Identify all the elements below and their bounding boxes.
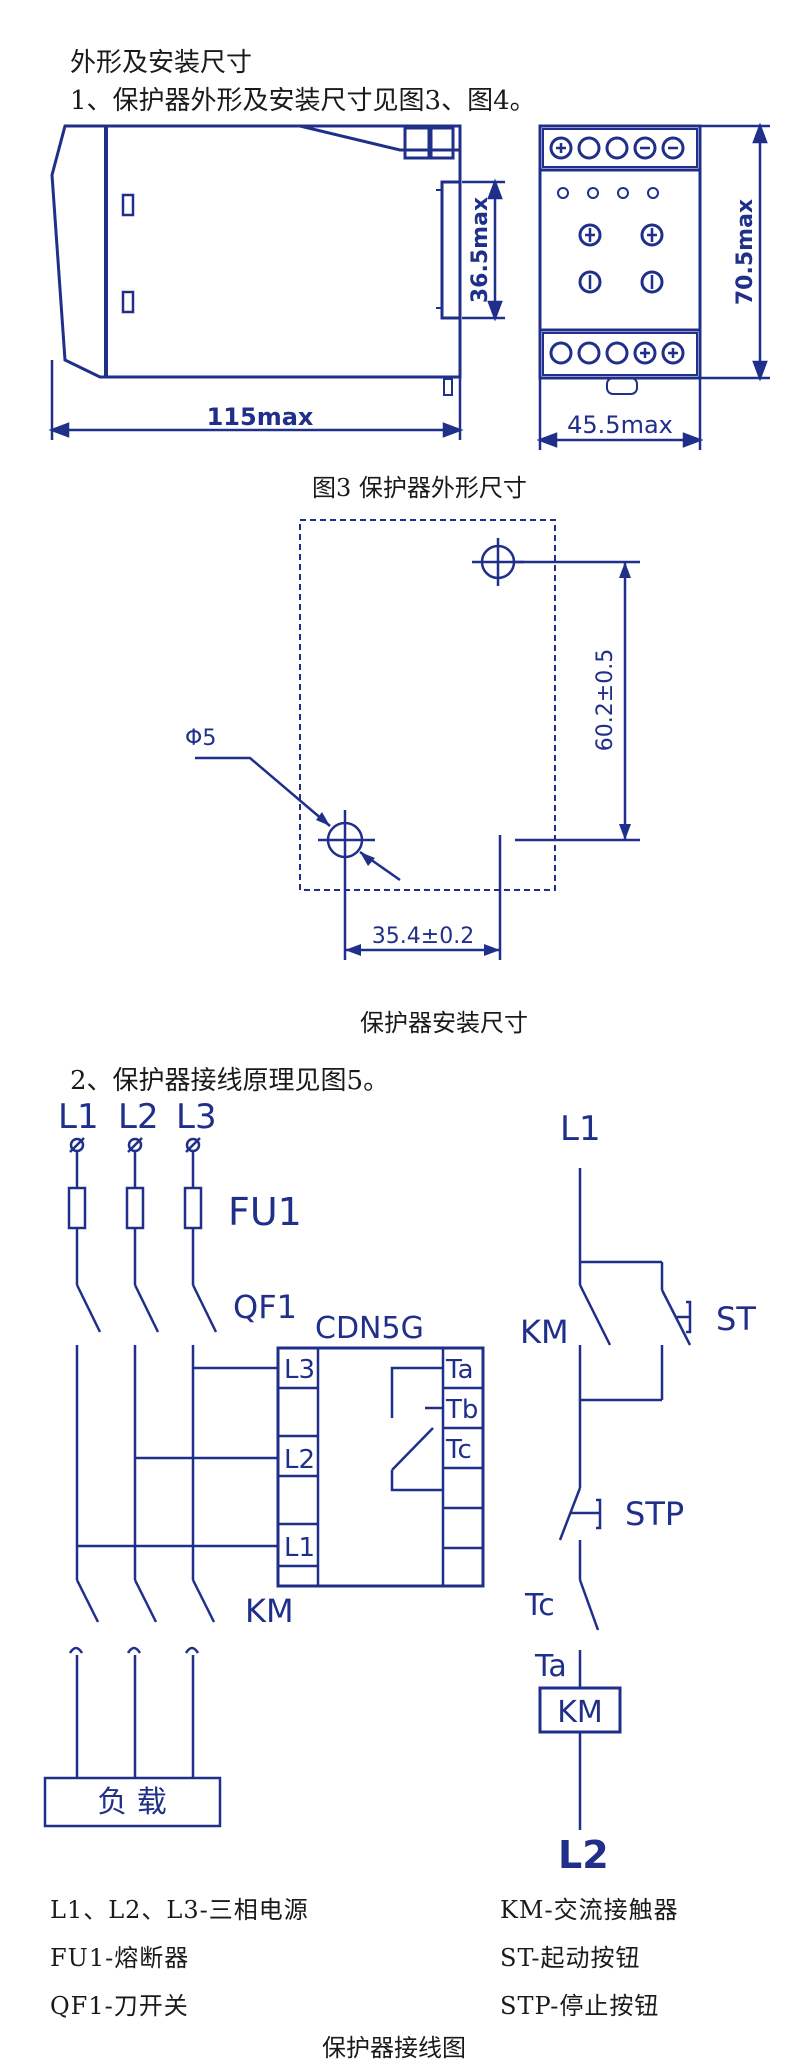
legend-stop: STP-停止按钮 — [500, 1992, 660, 2020]
figure-4-caption: 保护器安装尺寸 — [360, 1009, 528, 1037]
main-contactor-label: KM — [245, 1592, 294, 1630]
figure-3-dimension-labels: 115max 45.5max 36.5max 70.5max — [207, 197, 758, 439]
ctrl-ta-label: Ta — [534, 1649, 567, 1684]
terminal-ta: Ta — [445, 1355, 474, 1385]
terminal-l2: L2 — [284, 1445, 315, 1475]
dim-vertical-60-2: 60.2±0.5 — [593, 649, 618, 751]
terminal-l1: L1 — [284, 1533, 315, 1563]
figure-3-outline-drawing — [48, 122, 770, 450]
terminal-tc: Tc — [445, 1435, 472, 1465]
dim-slot: 36.5max — [468, 197, 493, 303]
start-button-label: ST — [716, 1300, 756, 1338]
figure-5-caption: 保护器接线图 — [322, 2034, 466, 2062]
dim-height: 70.5max — [733, 199, 758, 305]
ctrl-l2-label: L2 — [558, 1833, 609, 1877]
stop-button-label: STP — [625, 1495, 684, 1533]
coil-label: KM — [557, 1695, 603, 1730]
switch-label: QF1 — [233, 1288, 297, 1326]
hole-diameter-label: Φ5 — [185, 726, 216, 751]
legend-contactor: KM-交流接触器 — [500, 1896, 679, 1924]
phase-l2-label: L2 — [118, 1097, 159, 1137]
phase-l1-label: L1 — [58, 1097, 99, 1137]
dim-width-115: 115max — [207, 403, 314, 431]
item-2-text: 2、保护器接线原理见图5。 — [70, 1066, 390, 1096]
legend-switch: QF1-刀开关 — [50, 1992, 189, 2020]
device-label: CDN5G — [315, 1311, 424, 1346]
dim-front-width: 45.5max — [567, 411, 673, 439]
terminal-tb: Tb — [445, 1395, 478, 1425]
load-label: 负 载 — [97, 1785, 167, 1820]
phase-l3-label: L3 — [176, 1097, 217, 1137]
section-title: 外形及安装尺寸 — [70, 48, 253, 78]
ctrl-km-label: KM — [520, 1313, 569, 1351]
fuse-label: FU1 — [228, 1190, 302, 1234]
item-1-text: 1、保护器外形及安装尺寸见图3、图4。 — [70, 86, 536, 116]
figure-3-caption: 图3 保护器外形尺寸 — [312, 474, 527, 502]
figure-4-mounting-drawing: Φ5 60.2±0.5 35.4±0.2 — [185, 519, 640, 960]
legend-phases: L1、L2、L3-三相电源 — [50, 1896, 309, 1924]
ctrl-tc-label: Tc — [524, 1588, 555, 1623]
terminal-l3: L3 — [284, 1355, 315, 1385]
dim-horizontal-35-4: 35.4±0.2 — [372, 924, 474, 949]
legend-start: ST-起动按钮 — [500, 1944, 641, 1972]
legend-fuse: FU1-熔断器 — [50, 1944, 190, 1972]
side-view-body — [50, 124, 462, 379]
ctrl-l1-label: L1 — [560, 1109, 601, 1149]
